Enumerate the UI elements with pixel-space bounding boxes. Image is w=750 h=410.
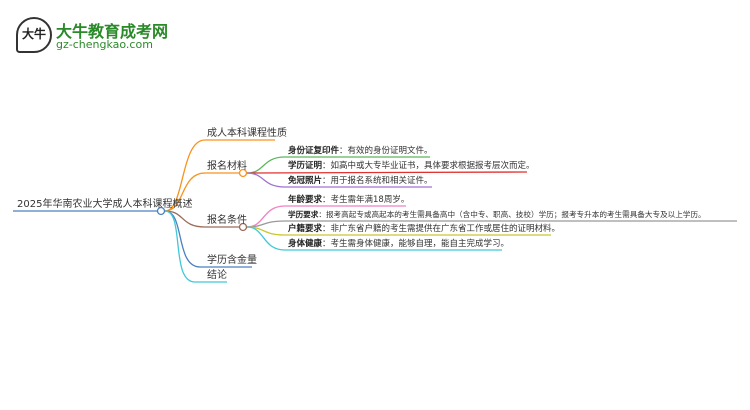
b2-node-handle xyxy=(238,168,248,178)
leaf-key: 户籍要求 xyxy=(288,224,323,234)
leaf-key: 免冠照片 xyxy=(288,176,323,186)
edge-leaf-health xyxy=(246,226,502,251)
leaf-key: 学历要求 xyxy=(288,210,319,219)
logo-mark-icon: 大牛 xyxy=(16,17,52,53)
edge-b1 xyxy=(164,139,275,212)
edge-b2 xyxy=(164,172,240,212)
branch-conditions[interactable]: 报名条件 xyxy=(207,215,247,226)
branch-value[interactable]: 学历含金量 xyxy=(207,255,257,266)
leaf-key: 身份证复印件 xyxy=(288,146,340,156)
leaf-value: ：考生需身体健康，能够自理，能自主完成学习。 xyxy=(322,239,510,249)
logo-title: 大牛教育成考网 xyxy=(56,22,169,41)
leaf-id-copy[interactable]: 身份证复印件：有效的身份证明文件。 xyxy=(288,145,433,157)
leaf-value: ：非广东省户籍的考生需提供在广东省工作或居住的证明材料。 xyxy=(322,224,561,234)
leaf-health[interactable]: 身体健康：考生需身体健康，能够自理，能自主完成学习。 xyxy=(288,238,509,250)
leaf-diploma[interactable]: 学历证明：如高中或大专毕业证书，具体要求根据报考层次而定。 xyxy=(288,160,535,172)
b3-node-handle xyxy=(238,222,248,232)
edge-leaf-diploma xyxy=(246,171,528,174)
branch-course-nature[interactable]: 成人本科课程性质 xyxy=(207,128,287,139)
branch-materials[interactable]: 报名材料 xyxy=(207,161,247,172)
leaf-education[interactable]: 学历要求：报考高起专或高起本的考生需具备高中（含中专、职高、技校）学历；报考专升… xyxy=(288,209,706,221)
logo-url: gz-chengkao.com xyxy=(56,38,153,51)
leaf-value: ：用于报名系统和相关证件。 xyxy=(322,176,433,186)
leaf-key: 年龄要求 xyxy=(288,195,323,205)
edge-b5 xyxy=(164,210,227,283)
leaf-value: ：如高中或大专毕业证书，具体要求根据报考层次而定。 xyxy=(322,161,535,171)
leaf-value: ：考生需年满18周岁。 xyxy=(322,195,410,205)
leaf-residence[interactable]: 户籍要求：非广东省户籍的考生需提供在广东省工作或居住的证明材料。 xyxy=(288,223,560,235)
edge-leaf-photo xyxy=(246,172,432,188)
edge-b3 xyxy=(164,210,240,228)
leaf-key: 身体健康 xyxy=(288,239,323,249)
root-node-handle xyxy=(156,206,166,216)
leaf-photo[interactable]: 免冠照片：用于报名系统和相关证件。 xyxy=(288,175,433,187)
leaf-key: 学历证明 xyxy=(288,161,323,171)
leaf-value: ：报考高起专或高起本的考生需具备高中（含中专、职高、技校）学历；报考专升本的考生… xyxy=(318,210,706,219)
root-node[interactable]: 2025年华南农业大学成人本科课程概述 xyxy=(17,199,193,210)
branch-conclusion[interactable]: 结论 xyxy=(207,270,227,281)
leaf-age[interactable]: 年龄要求：考生需年满18周岁。 xyxy=(288,194,409,206)
leaf-value: ：有效的身份证明文件。 xyxy=(339,146,433,156)
